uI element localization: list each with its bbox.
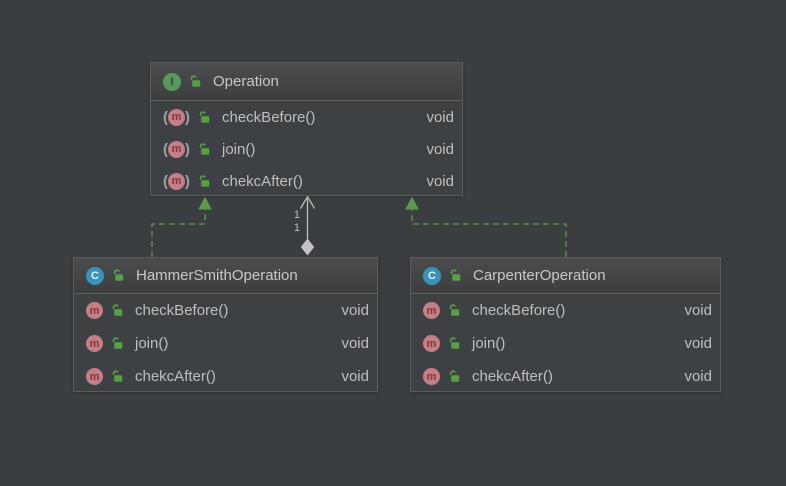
method-icon: m xyxy=(423,302,440,319)
implements-edge-carpenter[interactable] xyxy=(405,196,567,258)
public-lock-icon xyxy=(199,174,210,187)
method-name: checkBefore() xyxy=(222,108,316,126)
node-title: CarpenterOperation xyxy=(473,267,606,284)
public-lock-icon xyxy=(199,142,210,155)
method-return-type: void xyxy=(341,368,369,385)
abstract-method-icon: (m) xyxy=(163,140,190,158)
class-icon: C xyxy=(86,266,104,285)
aggregation-diamond xyxy=(300,238,315,256)
method-return-type: void xyxy=(684,368,712,385)
method-name: checkBefore() xyxy=(135,302,229,319)
abstract-method-icon: (m) xyxy=(163,172,190,190)
node-header: I Operation xyxy=(151,63,462,101)
public-lock-icon xyxy=(112,337,123,349)
multiplicity-labels: 1 1 xyxy=(280,209,300,235)
abstract-method-icon: (m) xyxy=(163,108,190,126)
public-lock-icon xyxy=(449,337,460,349)
method-icon: m xyxy=(86,302,103,319)
method-icon: m xyxy=(423,368,440,385)
method-return-type: void xyxy=(341,335,369,352)
method-name: join() xyxy=(222,140,256,158)
method-name: checkBefore() xyxy=(472,302,566,319)
method-return-type: void xyxy=(341,302,369,319)
method-row: (m) chekcAfter() void xyxy=(151,165,462,197)
method-icon: m xyxy=(86,368,103,385)
implements-edge-hammersmith[interactable] xyxy=(151,196,212,258)
class-node-operation[interactable]: I Operation (m) checkBefore() void (m) j… xyxy=(150,62,463,196)
public-lock-icon xyxy=(190,75,201,87)
method-name: join() xyxy=(135,335,169,352)
node-header: C CarpenterOperation xyxy=(411,258,720,294)
implements-arrowhead-left xyxy=(198,196,212,210)
method-name: join() xyxy=(472,335,506,352)
method-return-type: void xyxy=(426,140,454,158)
method-return-type: void xyxy=(684,335,712,352)
method-name: chekcAfter() xyxy=(135,368,216,385)
method-row: m chekcAfter() void xyxy=(74,360,377,393)
method-row: m join() void xyxy=(411,327,720,360)
aggregation-edge[interactable] xyxy=(299,195,316,256)
method-row: m checkBefore() void xyxy=(74,294,377,327)
class-node-carpenteroperation[interactable]: C CarpenterOperation m checkBefore() voi… xyxy=(410,257,721,392)
public-lock-icon xyxy=(112,370,123,382)
public-lock-icon xyxy=(450,269,461,281)
multiplicity-label: 1 xyxy=(293,222,300,234)
method-return-type: void xyxy=(426,108,454,126)
method-return-type: void xyxy=(684,302,712,319)
method-icon: m xyxy=(423,335,440,352)
multiplicity-label: 1 xyxy=(293,209,300,221)
method-return-type: void xyxy=(426,172,454,190)
implements-arrowhead-right xyxy=(405,196,419,210)
public-lock-icon xyxy=(113,269,124,281)
public-lock-icon xyxy=(112,304,123,316)
public-lock-icon xyxy=(449,304,460,316)
method-row: m checkBefore() void xyxy=(411,294,720,327)
class-node-hammersmithoperation[interactable]: C HammerSmithOperation m checkBefore() v… xyxy=(73,257,378,392)
class-icon: C xyxy=(423,266,441,285)
node-title: Operation xyxy=(213,73,279,90)
method-row: m join() void xyxy=(74,327,377,360)
method-name: chekcAfter() xyxy=(472,368,553,385)
interface-icon: I xyxy=(163,72,181,91)
node-header: C HammerSmithOperation xyxy=(74,258,377,294)
public-lock-icon xyxy=(449,370,460,382)
open-arrowhead xyxy=(299,195,316,209)
node-title: HammerSmithOperation xyxy=(136,267,298,284)
method-icon: m xyxy=(86,335,103,352)
method-row: (m) checkBefore() void xyxy=(151,101,462,133)
method-row: m chekcAfter() void xyxy=(411,360,720,393)
public-lock-icon xyxy=(199,110,210,123)
method-name: chekcAfter() xyxy=(222,172,303,190)
method-row: (m) join() void xyxy=(151,133,462,165)
